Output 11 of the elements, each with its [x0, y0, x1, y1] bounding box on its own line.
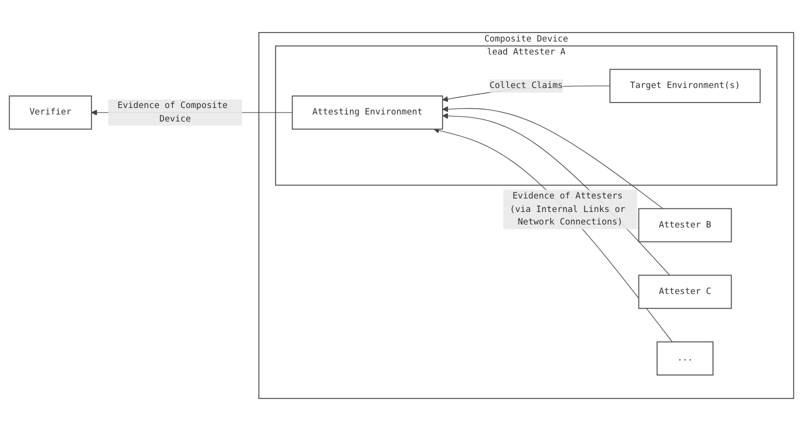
edge-label: Collect Claims — [490, 80, 563, 91]
node-box: Attester C — [638, 274, 732, 309]
node-box: Target Environment(s) — [609, 68, 761, 104]
edge-label: Evidence of Composite Device — [118, 100, 228, 124]
node-box: Attester B — [638, 208, 732, 242]
arrow — [442, 106, 664, 209]
node-box: Attesting Environment — [292, 95, 444, 130]
node-box: Verifier — [8, 95, 92, 130]
node-box: ... — [656, 341, 714, 376]
arrow — [434, 128, 673, 342]
edge-label: Evidence of Attesters (via Internal Links or Network Connections) — [510, 191, 626, 228]
